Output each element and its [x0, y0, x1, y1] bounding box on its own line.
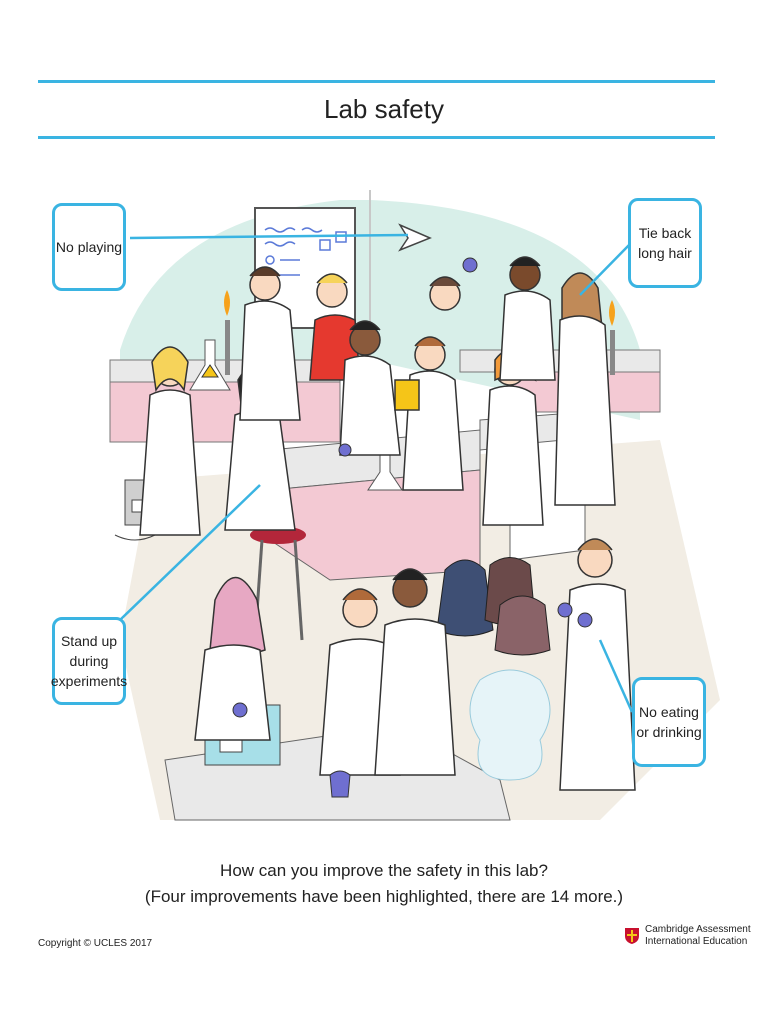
header-top-rule — [38, 80, 715, 83]
callout-no-playing: No playing — [52, 203, 126, 291]
callout-stand-up-line3: experiments — [50, 673, 128, 689]
question-text: How can you improve the safety in this l… — [0, 858, 768, 910]
spill-puddle — [469, 669, 551, 781]
question-line1: How can you improve the safety in this l… — [220, 861, 548, 880]
connector-tie-back — [579, 241, 633, 296]
connector-stand-up — [119, 484, 261, 621]
brand-line1: Cambridge Assessment — [645, 924, 751, 935]
connector-no-playing — [129, 233, 409, 240]
shield-icon — [625, 928, 639, 944]
brand-line2: International Education — [645, 936, 748, 947]
callout-no-playing-label: No playing — [55, 239, 123, 255]
callout-tie-back-line2: long hair — [638, 245, 692, 261]
brand-logo: Cambridge Assessment International Educa… — [624, 924, 751, 948]
student-figures — [139, 256, 636, 791]
callout-tie-back-hair: Tie back long hair — [628, 198, 702, 288]
callout-no-eating: No eating or drinking — [632, 677, 706, 767]
copyright: Copyright © UCLES 2017 — [38, 938, 153, 949]
header-bottom-rule — [38, 136, 715, 139]
page-title: Lab safety — [324, 94, 444, 124]
callout-stand-up-line2: during — [69, 653, 109, 669]
callout-tie-back-line1: Tie back — [638, 225, 692, 241]
paper-plane — [398, 223, 432, 252]
connector-no-eating — [598, 639, 634, 713]
callout-stand-up-line1: Stand up — [60, 633, 118, 649]
callout-no-eating-line2: or drinking — [636, 724, 702, 740]
question-line2: (Four improvements have been highlighted… — [144, 887, 624, 906]
callout-no-eating-line1: No eating — [639, 704, 699, 720]
callout-stand-up: Stand up during experiments — [50, 617, 128, 705]
lab-illustration — [109, 190, 720, 821]
backpack-blue — [436, 559, 494, 637]
